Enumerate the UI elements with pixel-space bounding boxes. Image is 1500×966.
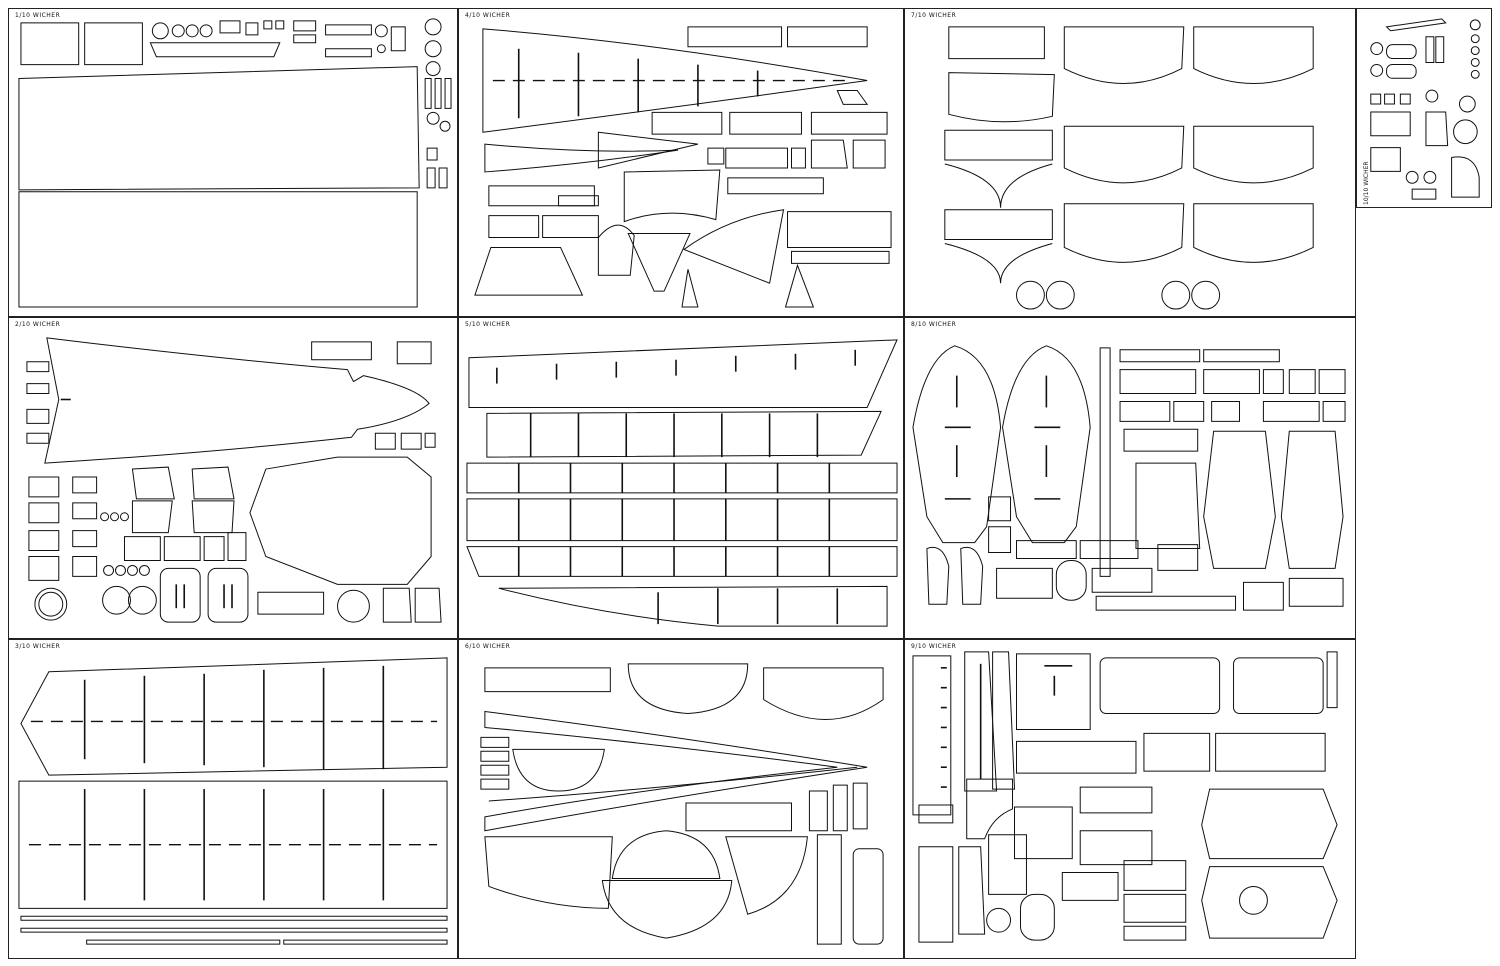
sheet-7: 7/10 WICHER xyxy=(904,8,1356,317)
sheet-1-parts xyxy=(9,9,457,316)
sheet-3-parts xyxy=(9,640,457,958)
sheet-2: 2/10 WICHER xyxy=(8,317,458,639)
sheet-10-parts xyxy=(1357,9,1491,207)
sheet-3: 3/10 WICHER xyxy=(8,639,458,959)
sheet-label: 4/10 WICHER xyxy=(465,12,511,19)
sheet-2-parts xyxy=(9,318,457,638)
sheet-6-parts xyxy=(459,640,903,958)
sheet-label: 1/10 WICHER xyxy=(15,12,61,19)
sheet-8: 8/10 WICHER xyxy=(904,317,1356,639)
sheet-9-parts xyxy=(905,640,1355,958)
sheet-5-parts xyxy=(459,318,903,638)
sheet-1: 1/10 WICHER xyxy=(8,8,458,317)
sheet-4-parts xyxy=(459,9,903,316)
sheet-8-parts xyxy=(905,318,1355,638)
sheet-10: 10/10 WICHER xyxy=(1356,8,1492,208)
sheet-label: 6/10 WICHER xyxy=(465,643,511,650)
sheet-9: 9/10 WICHER xyxy=(904,639,1356,959)
sheet-label: 7/10 WICHER xyxy=(911,12,957,19)
sheet-7-parts xyxy=(905,9,1355,316)
sheet-label: 2/10 WICHER xyxy=(15,321,61,328)
sheet-label: 5/10 WICHER xyxy=(465,321,511,328)
sheet-6: 6/10 WICHER xyxy=(458,639,904,959)
sheet-label: 8/10 WICHER xyxy=(911,321,957,328)
sheet-label: 3/10 WICHER xyxy=(15,643,61,650)
sheet-5: 5/10 WICHER xyxy=(458,317,904,639)
sheet-label: 9/10 WICHER xyxy=(911,643,957,650)
sheet-4: 4/10 WICHER xyxy=(458,8,904,317)
